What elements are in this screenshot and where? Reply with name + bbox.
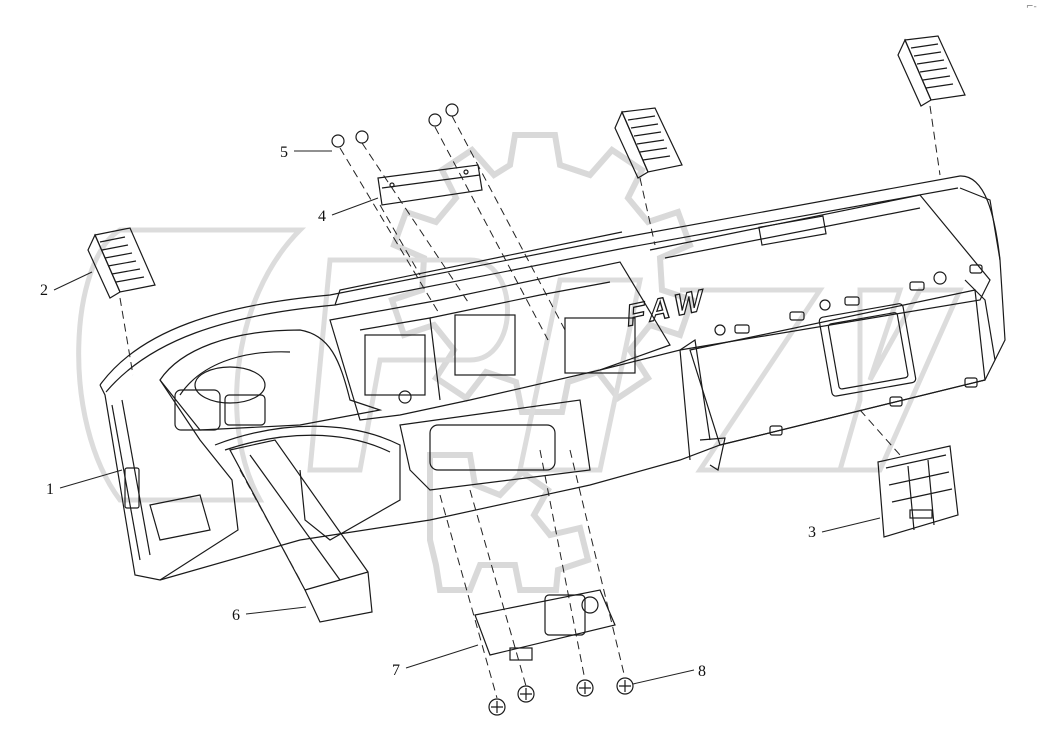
- callout-5: 5: [280, 144, 288, 161]
- callout-1: 1: [46, 481, 54, 498]
- mounting-bracket: [377, 164, 483, 206]
- lower-trim-panel: [474, 589, 616, 661]
- corner-mark: ⌐-: [1026, 2, 1037, 12]
- callout-4: 4: [318, 208, 326, 225]
- access-cover: [877, 445, 959, 538]
- callout-3: 3: [808, 524, 816, 541]
- callout-7: 7: [392, 662, 400, 679]
- air-vent-left: [87, 227, 156, 299]
- callout-6: 6: [232, 607, 240, 624]
- assembly-lines: [119, 105, 941, 699]
- air-vent-center: [614, 107, 683, 179]
- screws-top: [331, 103, 459, 148]
- air-duct: [229, 439, 373, 623]
- callout-2: 2: [40, 282, 48, 299]
- air-vent-right: [897, 35, 966, 107]
- screws-bottom: [488, 677, 634, 716]
- watermark-letters: [76, 227, 964, 503]
- switch-row: [714, 264, 983, 336]
- dashboard-panel: [99, 175, 1006, 581]
- leader-lines: [53, 150, 881, 685]
- callout-8: 8: [698, 663, 706, 680]
- watermark-gear: [388, 132, 696, 593]
